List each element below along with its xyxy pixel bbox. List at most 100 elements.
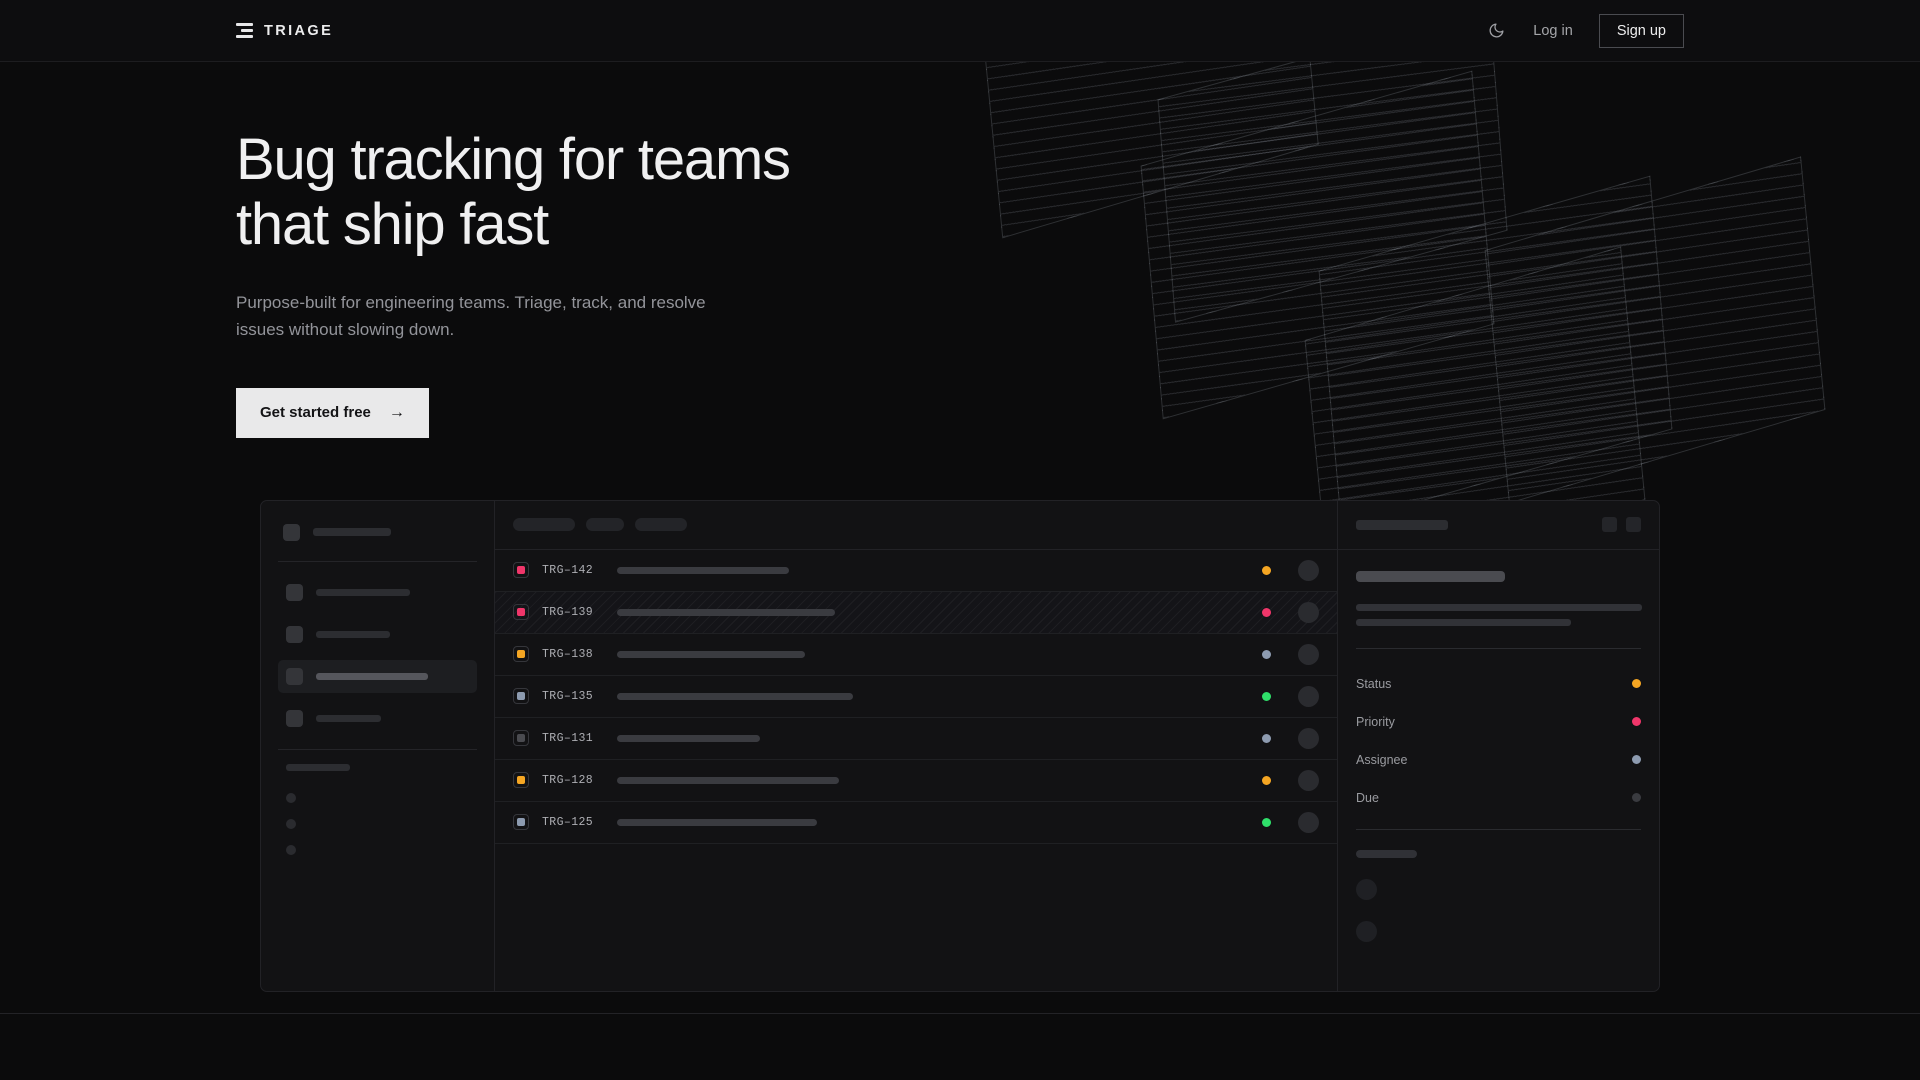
issue-id: TRG–135: [542, 689, 594, 703]
brand-name: TRIAGE: [264, 22, 334, 39]
detail-desc-line-0: [1356, 603, 1642, 611]
issue-status-icon[interactable]: [513, 814, 529, 831]
avatar[interactable]: [1298, 769, 1319, 791]
meta-label: Due: [1356, 790, 1379, 805]
issue-status-icon[interactable]: [513, 562, 529, 579]
avatar[interactable]: [1298, 643, 1319, 665]
issue-status-icon[interactable]: [513, 772, 529, 789]
hero-heading-line-2: that ship fast: [236, 191, 549, 257]
sidebar-subitem-1[interactable]: [278, 811, 477, 837]
issue-priority-dot: [1262, 817, 1271, 827]
issue-title-placeholder: [617, 692, 853, 700]
meta-value-dot: [1632, 679, 1641, 689]
sidebar-subitem-dot-icon: [286, 818, 296, 829]
filter-chip-2[interactable]: [635, 518, 687, 532]
sidebar-item-3[interactable]: [278, 702, 477, 735]
avatar[interactable]: [1298, 559, 1319, 581]
filter-chip-0[interactable]: [513, 518, 575, 532]
detail-header-actions: [1602, 517, 1641, 533]
issue-status-icon[interactable]: [513, 730, 529, 747]
app-sidebar: [261, 500, 495, 991]
sidebar-section-label: [286, 763, 350, 771]
table-row[interactable]: TRG–135: [495, 676, 1337, 718]
issue-id: TRG–128: [542, 773, 594, 787]
detail-description-placeholder: [1356, 603, 1642, 626]
sidebar-divider: [278, 560, 477, 562]
meta-value-dot: [1632, 793, 1641, 803]
avatar[interactable]: [1298, 727, 1319, 749]
detail-title-placeholder: [1356, 570, 1505, 582]
detail-divider-2: [1356, 828, 1641, 830]
sidebar-item-0[interactable]: [278, 576, 477, 609]
sidebar-item-icon: [286, 709, 303, 727]
sidebar-item-2[interactable]: [278, 659, 477, 693]
avatar[interactable]: [1298, 601, 1319, 623]
signup-button[interactable]: Sign up: [1598, 13, 1684, 48]
table-row[interactable]: TRG–142: [495, 550, 1337, 592]
brand-logo[interactable]: TRIAGE: [236, 23, 333, 39]
issue-title-placeholder: [617, 566, 789, 574]
issue-status-icon[interactable]: [513, 688, 529, 705]
issue-id: TRG–139: [542, 605, 594, 619]
header-actions: Log in Sign up: [1485, 13, 1684, 48]
meta-label: Assignee: [1356, 752, 1408, 767]
sidebar-item-1[interactable]: [278, 618, 477, 651]
comment-avatar[interactable]: [1356, 920, 1377, 942]
meta-row-priority[interactable]: Priority: [1356, 703, 1641, 741]
hero-heading-line-1: Bug tracking for teams: [236, 127, 791, 192]
avatar[interactable]: [1298, 685, 1319, 707]
workspace-name-placeholder: [313, 528, 391, 537]
hero-subheading: Purpose-built for engineering teams. Tri…: [236, 292, 706, 340]
detail-desc-line-1: [1356, 618, 1571, 626]
issue-id: TRG–138: [542, 647, 594, 661]
comments-label-placeholder: [1356, 849, 1417, 858]
workspace-switcher[interactable]: [278, 518, 477, 547]
sidebar-item-label: [316, 588, 410, 596]
sidebar-subnav: [278, 785, 477, 863]
close-panel-icon[interactable]: [1626, 517, 1641, 533]
sidebar-subitem-2[interactable]: [278, 837, 477, 863]
meta-row-due[interactable]: Due: [1356, 779, 1641, 817]
filter-chip-1[interactable]: [586, 518, 624, 532]
table-row[interactable]: TRG–139: [495, 591, 1337, 634]
get-started-button[interactable]: Get started free →: [236, 387, 429, 438]
avatar[interactable]: [1298, 811, 1319, 833]
meta-row-assignee[interactable]: Assignee: [1356, 741, 1641, 779]
issue-priority-dot: [1262, 607, 1271, 617]
login-link[interactable]: Log in: [1533, 22, 1573, 39]
issue-status-icon[interactable]: [513, 646, 529, 663]
issue-list-toolbar: [495, 501, 1337, 550]
comment-avatar[interactable]: [1356, 878, 1377, 900]
table-row[interactable]: TRG–128: [495, 760, 1337, 802]
issue-id: TRG–142: [542, 563, 594, 577]
sidebar-item-icon: [286, 667, 303, 685]
meta-row-status[interactable]: Status: [1356, 665, 1641, 703]
more-options-icon[interactable]: [1602, 517, 1617, 533]
cta-label: Get started free: [260, 404, 371, 422]
arrow-right-icon: →: [388, 403, 405, 421]
sidebar-item-icon: [286, 583, 303, 601]
table-row[interactable]: TRG–125: [495, 802, 1337, 844]
issue-id: TRG–125: [542, 815, 594, 829]
sidebar-divider-2: [278, 748, 477, 750]
meta-label: Priority: [1356, 714, 1395, 729]
issue-priority-dot: [1262, 565, 1271, 575]
table-row[interactable]: TRG–131: [495, 718, 1337, 760]
comment-avatars: [1356, 878, 1641, 942]
issue-status-icon[interactable]: [513, 604, 529, 621]
sidebar-subitem-0[interactable]: [278, 785, 477, 811]
issue-title-placeholder: [617, 818, 817, 826]
page-bottom-divider: [0, 1013, 1920, 1014]
meta-value-dot: [1632, 717, 1641, 727]
sidebar-item-label: [316, 714, 381, 722]
sidebar-item-label: [316, 672, 428, 680]
detail-breadcrumb-placeholder: [1356, 519, 1448, 530]
issue-priority-dot: [1262, 691, 1271, 701]
table-row[interactable]: TRG–138: [495, 634, 1337, 676]
moon-icon[interactable]: [1485, 20, 1507, 42]
